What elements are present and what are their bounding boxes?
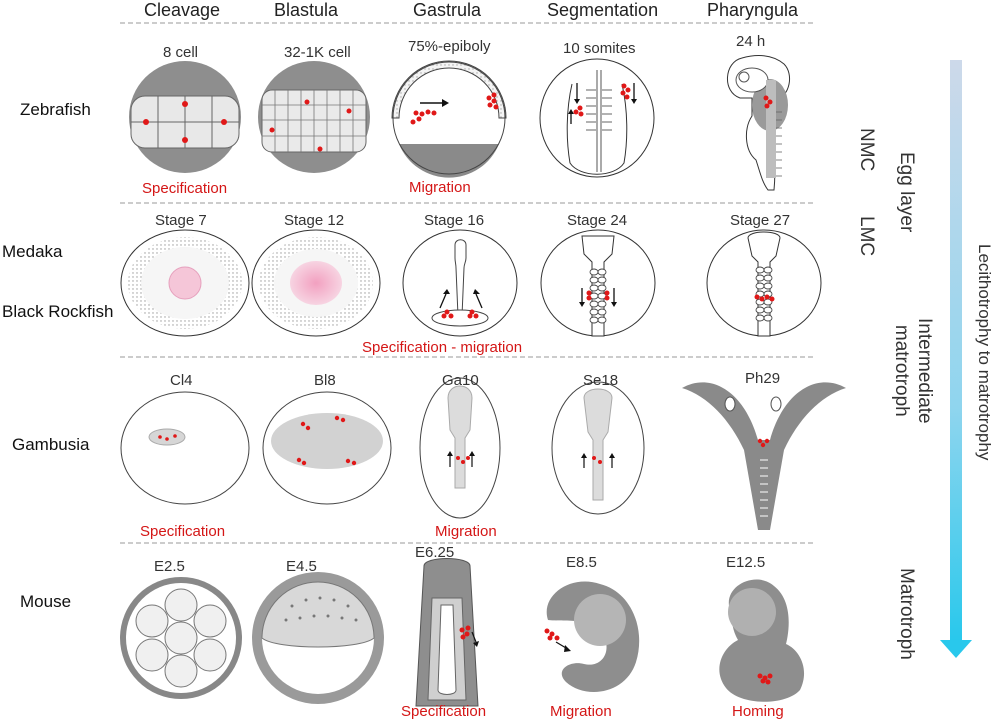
intermediate-line-1: Intermediate xyxy=(914,318,935,424)
mouse-stage-label: E2.5 xyxy=(154,558,185,575)
zebrafish-stage-label: 32-1K cell xyxy=(284,44,351,61)
species-gambusia: Gambusia xyxy=(12,435,90,454)
side-label-intermediate-matrotroph: Intermediate matrotroph xyxy=(889,318,935,424)
zebrafish-pharyngula xyxy=(727,55,791,191)
mouse-e625 xyxy=(415,558,479,707)
medaka-stage7 xyxy=(120,229,250,337)
mouse-stage-label: E6.25 xyxy=(415,544,455,561)
zebrafish-specification-label: Specification xyxy=(142,180,228,197)
medaka-stage-label: Stage 16 xyxy=(424,212,485,229)
medaka-stage-label: Stage 7 xyxy=(155,212,207,229)
zebrafish-stage-label: 10 somites xyxy=(563,40,636,57)
column-segmentation: Segmentation xyxy=(547,0,659,20)
zebrafish-stage-label: 8 cell xyxy=(163,44,199,61)
mouse-e125 xyxy=(719,579,805,702)
gambusia-se18 xyxy=(551,381,645,515)
species-medaka: Medaka xyxy=(2,242,63,261)
gambusia-migration-label: Migration xyxy=(435,523,497,540)
mouse-specification-label: Specification xyxy=(401,703,487,720)
medaka-specification-migration-label: Specification - migration xyxy=(362,339,523,356)
zebrafish-8cell xyxy=(129,61,241,173)
column-cleavage: Cleavage xyxy=(144,0,221,20)
zebrafish-migration-label: Migration xyxy=(409,179,471,196)
species-black-rockfish: Black Rockfish xyxy=(2,302,114,321)
mouse-e45 xyxy=(252,572,384,704)
zebrafish-stage-label: 75%-epiboly xyxy=(408,38,491,55)
zebrafish-segmentation xyxy=(539,58,655,178)
side-label-lmc: LMC xyxy=(856,216,877,257)
side-label-nmc: NMC xyxy=(856,128,877,172)
mouse-homing-label: Homing xyxy=(732,703,784,720)
gambusia-stage-label: Ph29 xyxy=(745,370,781,387)
gambusia-cl4 xyxy=(120,391,250,505)
medaka-stage24 xyxy=(540,229,656,337)
arrow-label: Lecithotrophy to matrotrophy xyxy=(975,244,994,461)
medaka-stage16 xyxy=(402,229,518,337)
side-label-matrotroph: Matrotroph xyxy=(896,568,917,660)
mouse-e25 xyxy=(120,577,242,699)
column-pharyngula: Pharyngula xyxy=(707,0,799,20)
mouse-stage-label: E8.5 xyxy=(566,554,597,571)
medaka-stage-label: Stage 27 xyxy=(730,212,791,229)
species-zebrafish: Zebrafish xyxy=(20,100,91,119)
side-label-egg-layer: Egg layer xyxy=(896,152,917,233)
mouse-stage-label: E4.5 xyxy=(286,558,317,575)
species-mouse: Mouse xyxy=(20,592,72,611)
gambusia-ga10 xyxy=(419,377,501,519)
gambusia-bl8 xyxy=(262,391,392,505)
intermediate-line-2: matrotroph xyxy=(891,324,913,417)
gambusia-stage-label: Se18 xyxy=(583,372,619,389)
zebrafish-gastrula xyxy=(391,60,507,178)
gambusia-stage-label: Bl8 xyxy=(314,372,336,389)
medaka-stage27 xyxy=(706,229,822,337)
gambusia-ph29 xyxy=(682,382,846,530)
gambusia-specification-label: Specification xyxy=(140,523,226,540)
row-separators xyxy=(120,22,815,544)
zebrafish-stage-label: 24 h xyxy=(736,33,766,50)
medaka-stage-label: Stage 12 xyxy=(284,212,345,229)
zebrafish-blastula xyxy=(258,61,370,173)
mouse-e85 xyxy=(544,581,640,693)
column-gastrula: Gastrula xyxy=(413,0,482,20)
mouse-stage-label: E12.5 xyxy=(726,554,766,571)
gambusia-stage-label: Cl4 xyxy=(170,372,193,389)
column-blastula: Blastula xyxy=(274,0,339,20)
medaka-stage-label: Stage 24 xyxy=(567,212,628,229)
gradient-arrow xyxy=(940,60,972,658)
gambusia-stage-label: Ga10 xyxy=(442,372,479,389)
medaka-stage12 xyxy=(251,229,381,337)
mouse-migration-label: Migration xyxy=(550,703,612,720)
